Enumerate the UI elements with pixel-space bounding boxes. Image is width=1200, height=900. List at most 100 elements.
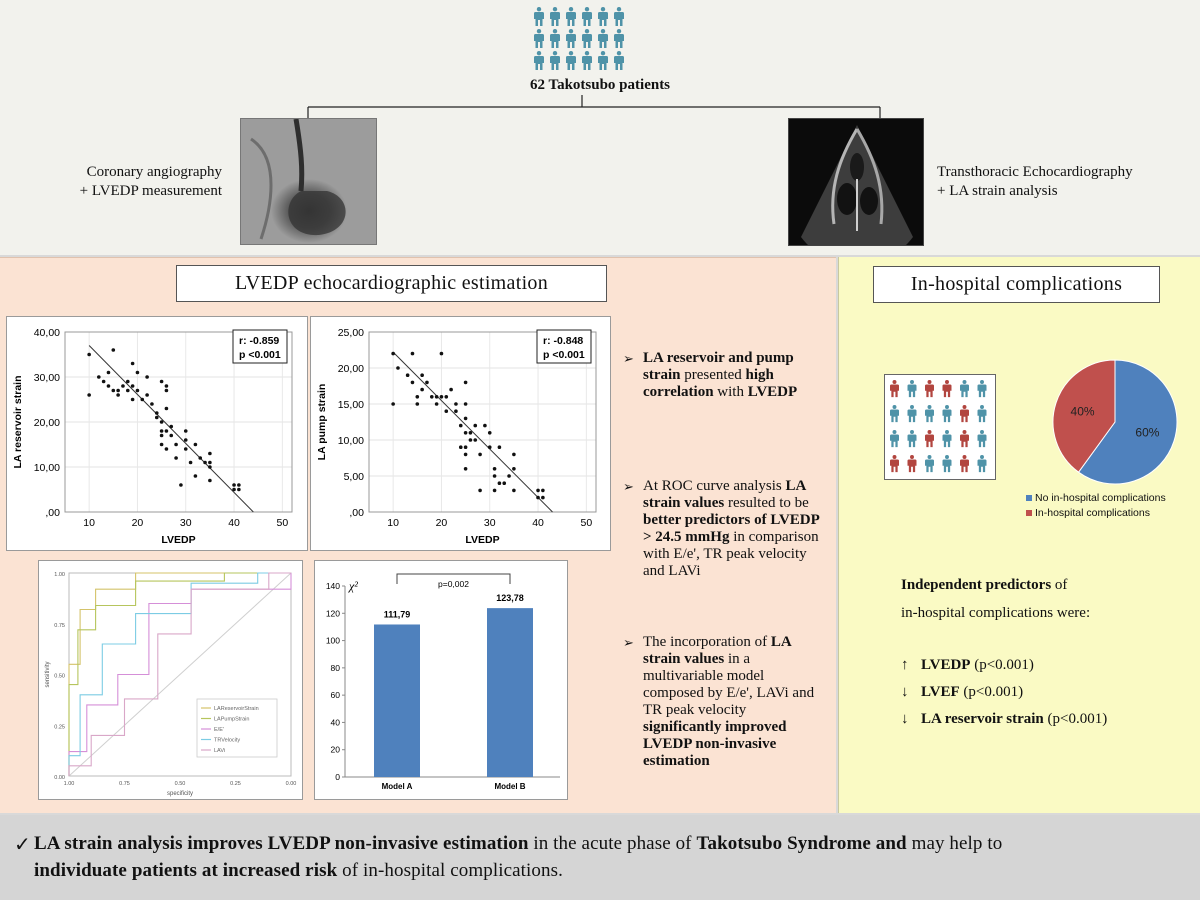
data-point (164, 384, 169, 388)
person-body (925, 384, 934, 398)
outcome-patient-icon (977, 405, 987, 423)
person-head (927, 405, 932, 409)
patient-outcome-icon-box (884, 374, 996, 480)
y-tick-label: 20,00 (34, 417, 60, 429)
predictor-item: ↓LVEF (p<0.001) (901, 684, 1107, 711)
person-body (925, 409, 934, 423)
data-point (487, 431, 492, 435)
complications-title: In-hospital complications (873, 266, 1160, 303)
data-point (487, 445, 492, 449)
pie-legend-item: In-hospital complications (1026, 505, 1166, 520)
fit-line (88, 345, 254, 513)
outcome-patient-icon (960, 405, 969, 423)
outcome-patient-icon (907, 455, 917, 473)
y-tick-label: 10,00 (338, 435, 364, 447)
data-point (237, 487, 241, 492)
outcome-patient-icon (890, 405, 899, 423)
data-point (130, 361, 135, 366)
person-body (534, 34, 544, 48)
angiography-vessel-shape (250, 119, 346, 240)
data-point (434, 395, 439, 399)
conclusion-panel: ✓ LA strain analysis improves LVEDP non-… (0, 815, 1200, 900)
y-tick-label: 100 (326, 636, 340, 646)
data-point (463, 445, 468, 449)
patient-icon (550, 51, 560, 70)
y-axis-label: LA pump strain (316, 384, 328, 461)
person-head (927, 430, 932, 434)
text-segment: better predictors of LVEDP > 24.5 mmHg (643, 512, 819, 545)
correlation-label: r: -0.859 (239, 335, 279, 347)
person-body (890, 409, 899, 423)
outcome-patient-icon (925, 405, 934, 423)
text-segment: At ROC curve analysis (643, 478, 786, 494)
person-head (892, 405, 897, 409)
outcome-patient-icon (942, 405, 952, 423)
person-head (536, 51, 542, 56)
predictor-item: ↑LVEDP (p<0.001) (901, 657, 1107, 684)
person-body (942, 384, 952, 398)
data-point (512, 452, 516, 457)
right-method-line-1: Transthoracic Echocardiography (937, 164, 1133, 180)
y-tick-label: 1.00 (54, 572, 65, 578)
legend-label: E/E' (214, 727, 224, 733)
y-tick-label: 10,00 (34, 462, 60, 474)
bar (487, 608, 533, 777)
data-point (154, 411, 159, 415)
finding-2: ➢ At ROC curve analysis LA strain values… (623, 478, 828, 580)
data-point (159, 442, 164, 447)
study-tree-connector (307, 95, 881, 118)
patient-icon (566, 7, 576, 26)
data-point (536, 488, 540, 493)
data-point (454, 409, 458, 413)
y-tick-label: ,00 (45, 507, 60, 519)
person-body (960, 434, 969, 448)
patient-icon (598, 51, 608, 70)
data-point (463, 416, 468, 421)
data-point (125, 388, 130, 393)
data-point (208, 478, 212, 483)
person-body (550, 34, 560, 48)
patient-icon (614, 51, 624, 70)
data-point (164, 447, 169, 451)
x-tick-label: 20 (436, 517, 448, 529)
patient-icon (582, 29, 592, 48)
person-body (977, 409, 987, 423)
patient-icon (566, 51, 576, 70)
pie-slice (1077, 359, 1178, 485)
y-tick-label: 0.25 (54, 724, 65, 730)
data-point (541, 495, 545, 500)
person-head (962, 455, 967, 459)
data-point (145, 393, 149, 397)
outcome-patient-icon (942, 430, 952, 448)
person-head (980, 430, 984, 434)
person-body (566, 56, 576, 70)
outcome-patient-icon (890, 455, 899, 473)
text-segment: LA reservoir and pump (643, 350, 794, 366)
data-point (478, 452, 482, 457)
person-body (598, 56, 608, 70)
data-point (463, 402, 468, 406)
text-segment: LA strain analysis improves LVEDP non-in… (34, 833, 529, 854)
outcome-patient-icon (907, 405, 917, 423)
arrow-up-icon: ↑ (901, 657, 909, 673)
left-method-line-1: Coronary angiography (86, 164, 222, 180)
person-body (598, 12, 608, 26)
text-segment: LA strain values (643, 478, 806, 511)
plot-frame (368, 331, 597, 513)
text-segment: LVEDP (747, 384, 798, 400)
text-segment: in comparison with E/e', TR peak velocit… (643, 529, 819, 579)
person-head (552, 7, 558, 12)
person-body (890, 384, 899, 398)
text-segment: Takotsubo Syndrome (696, 833, 871, 854)
person-body (566, 12, 576, 26)
patient-icon (534, 29, 544, 48)
person-body (907, 434, 917, 448)
person-body (582, 56, 592, 70)
data-point (429, 395, 434, 399)
person-head (616, 29, 622, 34)
predictors-heading-rest: of (1051, 577, 1068, 593)
data-point (193, 474, 198, 478)
arrow-down-icon: ↓ (901, 711, 909, 727)
